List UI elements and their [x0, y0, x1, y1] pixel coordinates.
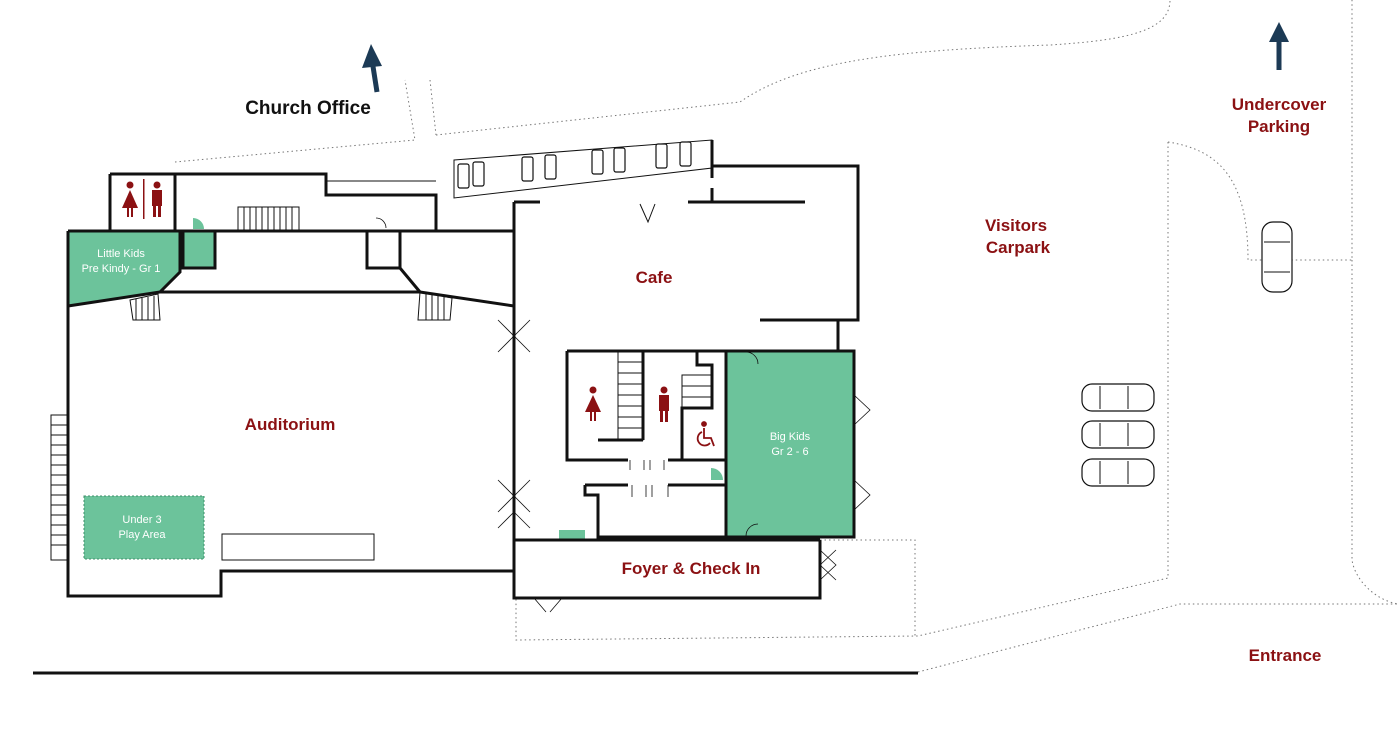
- arrow-up-icon: [1269, 22, 1289, 70]
- doors: [375, 217, 871, 613]
- big-kids-label-1: Big Kids: [770, 431, 811, 443]
- undercover-label-2: Parking: [1248, 117, 1310, 136]
- little-kids-label-2: Pre Kindy - Gr 1: [82, 263, 161, 275]
- car-icon: [1261, 221, 1293, 293]
- cafe-label: Cafe: [636, 268, 673, 287]
- visitors-label-1: Visitors: [985, 216, 1047, 235]
- undercover-label-1: Undercover: [1232, 95, 1327, 114]
- under3-label-2: Play Area: [118, 529, 166, 541]
- visitors-label-2: Carpark: [986, 238, 1051, 257]
- car-icon: [1081, 383, 1155, 487]
- under3-label-1: Under 3: [122, 514, 161, 526]
- little-kids-label-1: Little Kids: [97, 248, 145, 260]
- auditorium-label: Auditorium: [245, 415, 336, 434]
- restroom-icon: [122, 179, 162, 219]
- interior-details: [221, 139, 713, 561]
- big-kids-label-2: Gr 2 - 6: [771, 446, 808, 458]
- under3-play-area: [83, 495, 205, 560]
- area-labels: Church Office Undercover Parking Visitor…: [245, 95, 1327, 665]
- room-labels: Little Kids Pre Kindy - Gr 1 Big Kids Gr…: [82, 248, 811, 541]
- site-boundaries: [174, 0, 1399, 673]
- foyer-small-mark: [559, 530, 585, 539]
- restroom-icon: [585, 386, 669, 422]
- arrow-up-icon: [362, 44, 382, 93]
- foyer-label: Foyer & Check In: [622, 559, 761, 578]
- door-swing-green-2: [711, 468, 723, 480]
- little-kids-room: [68, 231, 180, 306]
- room-fills: [68, 231, 854, 560]
- big-kids-room: [727, 351, 854, 537]
- wheelchair-icon: [696, 421, 715, 447]
- building-walls: [66, 140, 860, 600]
- stairs: [50, 206, 713, 561]
- little-kids-annex: [183, 231, 215, 268]
- car-icon: [457, 141, 692, 189]
- door-swing-green: [193, 218, 204, 229]
- entrance-label: Entrance: [1249, 646, 1322, 665]
- church-office-label: Church Office: [245, 98, 371, 119]
